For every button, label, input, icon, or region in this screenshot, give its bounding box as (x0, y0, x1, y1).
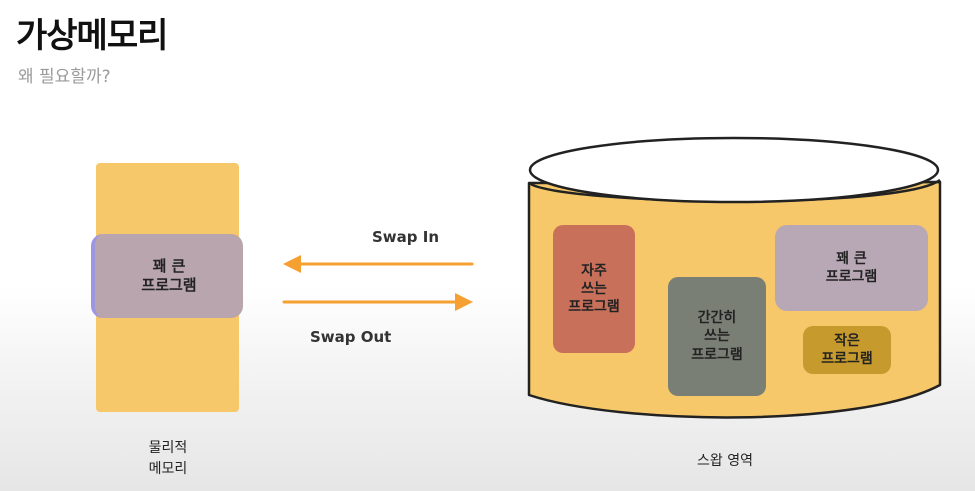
occasionally-used-program: 간간히 쓰는 프로그램 (668, 277, 766, 396)
program-label-line: 꽤 큰 (152, 256, 186, 275)
program-label-line: 프로그램 (568, 299, 620, 316)
swap-in-label: Swap In (372, 228, 440, 246)
large-program: 꽤 큰 프로그램 (775, 225, 928, 311)
program-label-line: 쓰는 (704, 328, 730, 345)
program-label-line: 간간히 (697, 310, 737, 327)
physical-memory-large-program: 꽤 큰 프로그램 (91, 234, 243, 318)
program-label-line: 프로그램 (825, 269, 878, 285)
swap-out-arrow-head (455, 293, 473, 311)
small-program: 작은 프로그램 (803, 326, 891, 374)
program-label-line: 프로그램 (821, 351, 873, 367)
program-label-line: 자주 (581, 262, 607, 279)
frequently-used-program: 자주 쓰는 프로그램 (553, 225, 635, 353)
program-label-line: 프로그램 (141, 276, 197, 294)
program-label-line: 작은 (834, 332, 860, 349)
physical-memory-label-line: 메모리 (148, 461, 188, 477)
program-label-line: 꽤 큰 (836, 250, 867, 267)
page-title: 가상메모리 (16, 16, 168, 56)
program-label-line: 프로그램 (691, 346, 743, 363)
swap-area-label: 스왑 영역 (697, 453, 753, 469)
program-label-line: 쓰는 (581, 280, 607, 297)
swap-out-label: Swap Out (310, 328, 392, 346)
physical-memory-label-line: 물리적 (148, 440, 188, 456)
physical-memory-label: 물리적 메모리 (143, 438, 193, 480)
swap-in-arrow-head (283, 255, 301, 273)
swap-area-cylinder-top (528, 136, 940, 204)
page-subtitle: 왜 필요할까? (18, 67, 111, 87)
